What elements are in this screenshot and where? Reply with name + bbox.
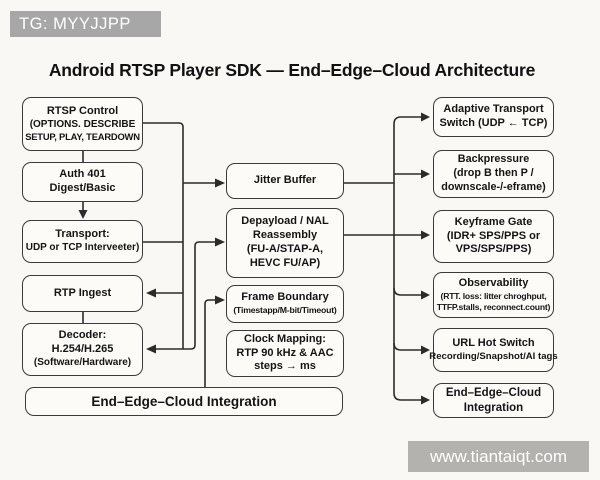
arrowhead (421, 395, 430, 405)
node-label-line: downscale-/-eframe) (441, 180, 546, 193)
node-frame-boundary: Frame Boundary (Timestapp/M-bit/Timeout) (226, 285, 344, 323)
node-label-line: Clock Mapping: (244, 332, 326, 345)
node-transport: Transport: UDP or TCP Interveeter) (22, 220, 143, 263)
arrowhead (421, 169, 430, 179)
node-label-line: End–Edge–Cloud (445, 386, 542, 399)
arrowhead (215, 295, 225, 305)
node-label-line: (drop B then P / (453, 167, 534, 180)
page-title: Android RTSP Player SDK — End–Edge–Cloud… (48, 60, 536, 80)
node-label-line: URL Hot Switch (452, 336, 535, 349)
node-backpressure: Backpressure (drop B then P / downscale-… (433, 150, 554, 198)
node-label-line: Frame Boundary (241, 291, 329, 304)
arrowhead (78, 210, 88, 219)
arrowhead (421, 345, 430, 355)
node-label-line: Digest/Basic (49, 182, 116, 194)
node-label-line: End–Edge–Cloud Integration (91, 393, 277, 409)
node-label-line: RTSP Control (46, 104, 119, 117)
node-label-line: (RTT. loss: litter chroghput, (440, 291, 547, 302)
edge-bus-url (393, 342, 422, 351)
node-label-line: Depayload / NAL (241, 215, 329, 228)
node-end-edge-cloud-integration-wide: End–Edge–Cloud Integration (25, 387, 343, 416)
arrowhead (146, 344, 156, 354)
node-label-line: RTP 90 kHz & AAC (236, 346, 334, 359)
node-label-line: TTFP.stalls, reconnect.count) (436, 301, 551, 312)
arrowhead (421, 290, 430, 300)
node-label-line: Jitter Buffer (253, 174, 317, 187)
node-end-edge-cloud-integration-right: End–Edge–Cloud Integration (433, 383, 554, 418)
node-label-line: steps → ms (254, 360, 316, 373)
watermark-badge: www.tiantaiqt.com (408, 441, 589, 472)
node-label-line: Recording/Snapshot/AI tags (429, 350, 558, 362)
node-label-line: Auth 401 (59, 168, 106, 181)
node-label-line: Decoder: (58, 329, 107, 342)
node-label-line: Reassembly (252, 229, 318, 242)
node-keyframe-gate: Keyframe Gate (IDR+ SPS/PPS or VPS/SPS/P… (433, 210, 554, 263)
node-label-line: Transport: (55, 228, 110, 241)
node-label-line: RTP Ingest (53, 286, 112, 299)
node-jitter-buffer: Jitter Buffer (226, 163, 344, 199)
arrowhead (421, 112, 430, 122)
arrowhead (215, 237, 225, 247)
tg-badge: TG: MYYJJPP (10, 11, 161, 37)
node-label-line: VPS/SPS/PPS) (455, 243, 532, 256)
node-rtsp-control: RTSP Control (OPTIONS. DESCRIBE SETUP, P… (22, 97, 143, 151)
arrowhead (421, 230, 430, 240)
node-label-line: HEVC FU/AP) (249, 256, 321, 269)
node-decoder: Decoder: H.254/H.265 (Software/Hardware) (22, 323, 143, 376)
edge-rtsp-bus (143, 122, 184, 349)
edge-bus-observability (393, 287, 422, 296)
node-label-line: H.254/H.265 (51, 343, 114, 356)
node-clock-mapping: Clock Mapping: RTP 90 kHz & AAC steps → … (226, 330, 344, 377)
node-label-line: Observability (458, 277, 529, 290)
node-label-line: Keyframe Gate (454, 215, 533, 228)
node-label-line: (FU-A/STAP-A, (246, 243, 324, 255)
edge-right-bus (393, 116, 422, 401)
arrowhead (215, 178, 225, 188)
node-url-hot-switch: URL Hot Switch Recording/Snapshot/AI tag… (429, 328, 558, 372)
node-label-line: Adaptive Transport (443, 103, 544, 116)
node-label-line: SETUP, PLAY, TEARDOWN (25, 131, 140, 143)
node-label-line: (OPTIONS. DESCRIBE (29, 118, 136, 130)
node-label-line: (Software/Hardware) (33, 357, 132, 369)
edge-depayload-decoder (153, 241, 217, 350)
node-label-line: Integration (463, 401, 524, 414)
node-label-line: (Timestapp/M-bit/Timeout) (233, 305, 337, 316)
node-label-line: UDP or TCP Interveeter) (25, 242, 140, 254)
node-label-line: (IDR+ SPS/PPS or (446, 229, 541, 242)
node-adaptive-transport-switch: Adaptive Transport Switch (UDP ← TCP) (433, 97, 554, 137)
arrowhead (146, 288, 156, 298)
node-label-line: Backpressure (457, 153, 530, 166)
node-auth-401: Auth 401 Digest/Basic (22, 162, 143, 202)
edge-integration-frame (204, 299, 217, 387)
node-rtp-ingest: RTP Ingest (22, 275, 143, 312)
node-depayload-nal-reassembly: Depayload / NAL Reassembly (FU-A/STAP-A,… (226, 208, 344, 278)
node-observability: Observability (RTT. loss: litter chroghp… (433, 272, 554, 318)
node-label-line: Switch (UDP ← TCP) (439, 117, 548, 129)
